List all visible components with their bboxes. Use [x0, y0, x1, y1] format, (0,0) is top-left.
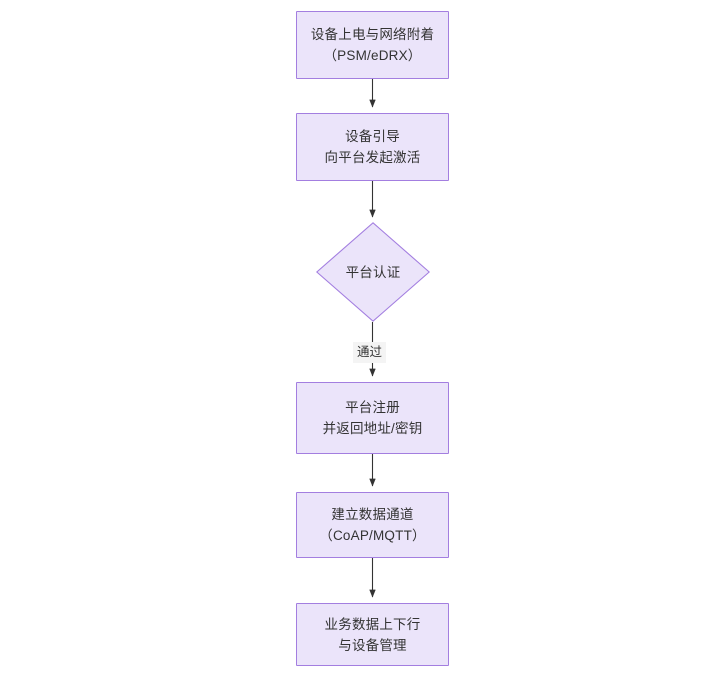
node-text-line: （PSM/eDRX）	[323, 48, 422, 63]
edge-label-pass: 通过	[353, 342, 387, 363]
node-establish-data-channel[interactable]: 建立数据通道 （CoAP/MQTT）	[296, 492, 449, 558]
node-text-line: 并返回地址/密钥	[322, 421, 423, 436]
node-text-line: 设备引导	[345, 129, 400, 144]
node-device-power-on[interactable]: 设备上电与网络附着 （PSM/eDRX）	[296, 11, 449, 79]
node-text-line: 向平台发起激活	[324, 150, 421, 165]
node-device-bootstrap[interactable]: 设备引导 向平台发起激活	[296, 113, 449, 181]
node-platform-authentication[interactable]: 平台认证	[316, 222, 430, 322]
node-text-line: 业务数据上下行	[324, 616, 421, 632]
node-platform-registration[interactable]: 平台注册 并返回地址/密钥	[296, 382, 449, 454]
node-text-line: 与设备管理	[338, 637, 407, 653]
node-text-line: 平台注册	[345, 400, 400, 415]
node-text-line: 建立数据通道	[331, 507, 414, 522]
diamond-shape	[316, 222, 430, 322]
node-text-line: （CoAP/MQTT）	[319, 528, 426, 543]
node-text-line: 平台认证	[345, 264, 401, 280]
node-business-data-and-device-management[interactable]: 业务数据上下行 与设备管理	[296, 603, 449, 666]
node-text-line: 设备上电与网络附着	[310, 27, 435, 42]
